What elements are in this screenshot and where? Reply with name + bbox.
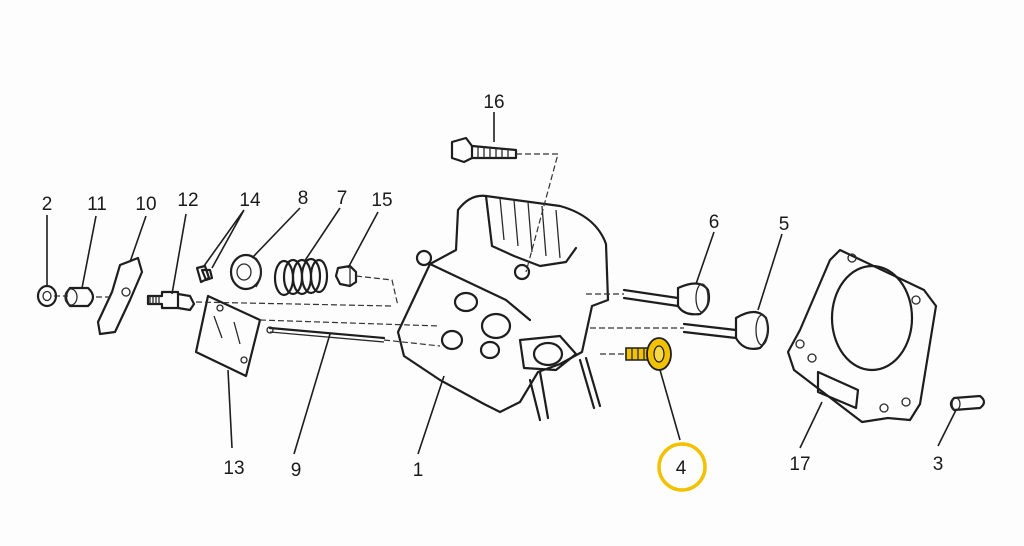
part-4-dowel-pin — [625, 337, 672, 371]
callout-7: 7 — [337, 188, 348, 209]
callout-1: 1 — [413, 460, 424, 481]
callout-13: 13 — [223, 458, 244, 479]
part-6-intake-valve — [622, 282, 711, 316]
callout-14: 14 — [239, 190, 261, 211]
part-2-nut — [36, 284, 58, 308]
callout-12: 12 — [177, 190, 198, 211]
part-7-valve-spring — [273, 257, 329, 297]
callout-5: 5 — [779, 214, 790, 235]
callout-16: 16 — [483, 92, 504, 113]
part-5-exhaust-valve — [682, 310, 770, 350]
part-17-head-gasket — [786, 248, 938, 424]
part-9-push-rod — [266, 326, 386, 343]
part-11-cap — [64, 286, 95, 308]
part-16-head-bolt — [450, 136, 518, 164]
callout-6: 6 — [709, 212, 720, 233]
callout-10: 10 — [135, 194, 156, 215]
callout-9: 9 — [291, 460, 302, 481]
part-15-stem-seal — [334, 264, 358, 288]
callout-11: 11 — [87, 194, 107, 215]
callout-3: 3 — [933, 454, 944, 475]
part-3-dowel — [949, 394, 986, 412]
callout-2: 2 — [42, 194, 53, 215]
part-8-retainer — [229, 253, 263, 291]
assembly-lines — [54, 153, 684, 355]
callout-8: 8 — [298, 188, 309, 209]
part-14-collets — [195, 264, 214, 284]
callout-17: 17 — [789, 454, 810, 475]
part-12-stud — [146, 290, 196, 312]
highlight-ring — [657, 442, 707, 492]
callout-4: 4 — [676, 458, 687, 479]
leader-lines — [46, 112, 957, 455]
callout-15: 15 — [371, 190, 392, 211]
part-10-rocker-arm — [96, 256, 144, 336]
part-13-guide-plate — [194, 294, 262, 378]
part-1-cylinder-head — [396, 194, 610, 422]
